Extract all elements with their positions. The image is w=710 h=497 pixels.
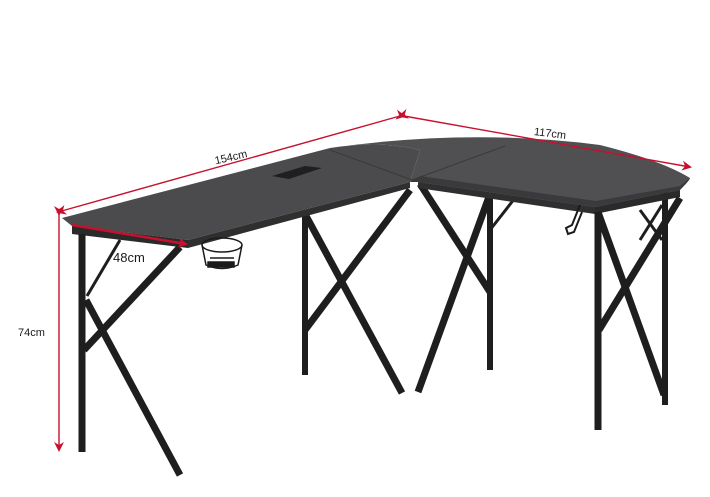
depth-label: 48cm: [113, 250, 145, 265]
left-length-line: [56, 109, 410, 215]
right-length-label: 117cm: [533, 126, 566, 142]
depth-line: [71, 223, 188, 248]
dimension-lines: [54, 109, 692, 452]
right-length-line: [395, 109, 692, 171]
front-legs: [78, 196, 683, 477]
height-label: 74cm: [18, 327, 45, 339]
headphone-hook-icon: [564, 204, 583, 236]
cup-holder-icon: [201, 237, 243, 270]
left-length-label: 154cm: [214, 148, 249, 167]
